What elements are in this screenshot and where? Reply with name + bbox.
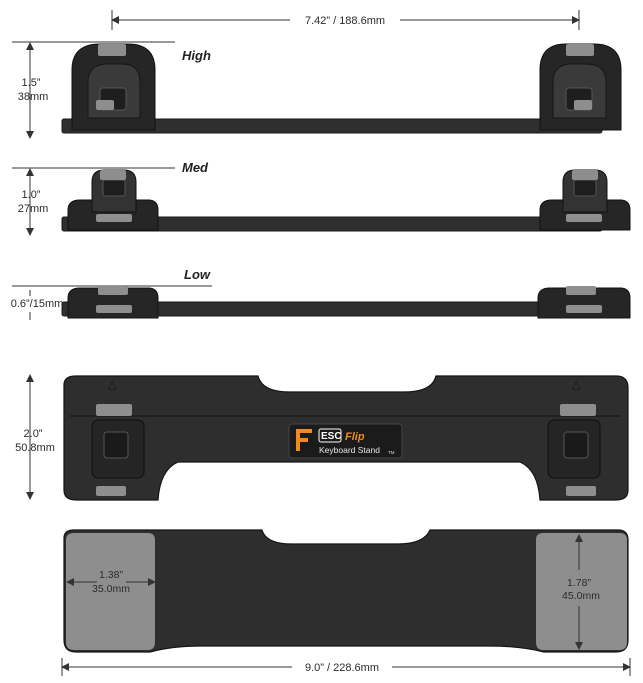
top-width-label: 7.42” / 188.6mm	[305, 15, 385, 27]
top-plan-view: 2.0” 50.8mm △ △ ESC Flip Keyboard Stand …	[15, 374, 629, 501]
high-height-mm-label: 38mm	[18, 91, 49, 103]
pad-left-mm-label: 35.0mm	[92, 583, 130, 595]
med-height-mm-label: 27mm	[18, 203, 49, 215]
triangle-left-icon: △	[108, 379, 117, 391]
medium-position-view: 1.0” 27mm Med	[12, 160, 631, 236]
total-width-label: 9.0” / 228.6mm	[305, 662, 379, 674]
esc-flip-logo: ESC Flip Keyboard Stand TM	[288, 423, 403, 459]
high-height-in-label: 1.5”	[22, 77, 41, 89]
bottom-view: 1.38” 35.0mm 1.78” 45.0mm	[63, 529, 629, 653]
med-height-in-label: 1.0”	[22, 189, 41, 201]
depth-mm-label: 50.8mm	[15, 442, 55, 454]
logo-flip-text: Flip	[345, 431, 365, 443]
pad-right-in-label: 1.78”	[567, 577, 591, 589]
triangle-right-icon: △	[572, 379, 581, 391]
logo-esc-text: ESC	[321, 431, 342, 442]
depth-in-label: 2.0”	[24, 428, 43, 440]
logo-tm-text: TM	[388, 450, 395, 455]
low-position-view: 0.6”/15mm Low	[11, 267, 631, 320]
total-width-dimension: 9.0” / 228.6mm	[61, 658, 631, 676]
level-med-label: Med	[182, 160, 209, 175]
pad-right-mm-label: 45.0mm	[562, 590, 600, 602]
level-low-label: Low	[184, 267, 211, 282]
level-high-label: High	[182, 48, 211, 63]
pad-left-in-label: 1.38”	[99, 569, 123, 581]
logo-subtitle-text: Keyboard Stand	[319, 445, 380, 455]
high-position-view: 1.5” 38mm High	[12, 41, 622, 139]
top-width-dimension: 7.42” / 188.6mm	[111, 10, 580, 30]
low-height-label: 0.6”/15mm	[11, 298, 64, 310]
